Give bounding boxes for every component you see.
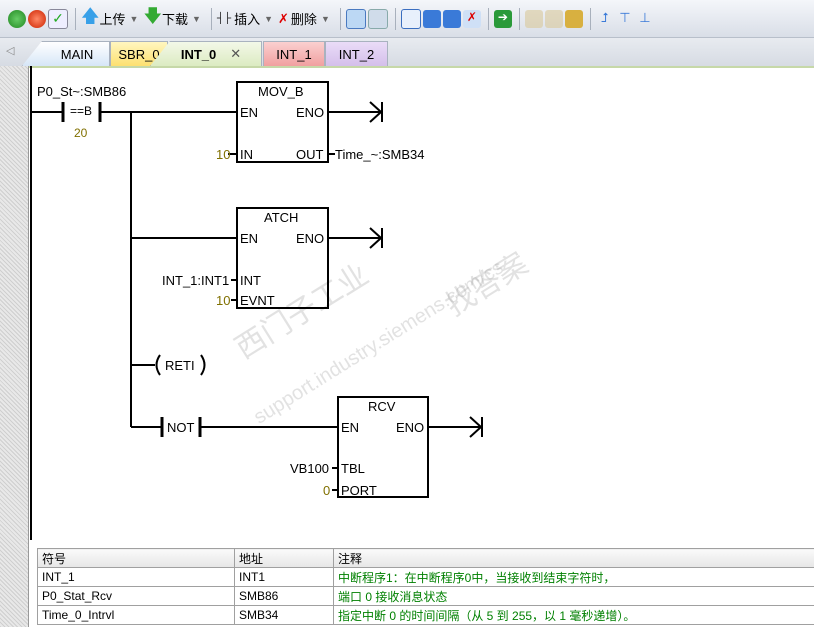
column-header[interactable]: 地址 [234,548,334,568]
address-cell: SMB34 [234,605,334,625]
clear-icon[interactable]: ✗ [462,9,481,28]
symbol-cell: Time_0_Intrvl [37,605,235,625]
stop-icon[interactable] [28,9,46,28]
toolbar: ✓ 🡅上传▼ 🡇下载▼ ┤├插入▼ ✗删除▼ ✗ ➔ ⮥ ⊤ ⊥ [0,0,814,38]
network-margin [0,66,29,627]
compare-value: 20 [74,126,88,140]
goto-icon[interactable]: ➔ [493,9,512,28]
symbol-cell: INT_1 [37,567,235,587]
compile-icon[interactable]: ✓ [48,8,68,29]
operand[interactable]: VB100 [290,461,330,476]
pin-label: PORT [341,483,377,498]
mov-title: MOV_B [258,84,304,99]
network-icon[interactable] [345,8,366,29]
coil-right [200,354,206,376]
pin-label: EN [240,105,259,120]
pin-label: ENO [296,231,325,246]
comment-cell: 指定中断 0 的时间间隔（从 5 到 255，以 1 毫秒递增）。 [333,605,814,625]
operand[interactable]: INT_1:INT1 [162,273,230,288]
lock-icon[interactable] [524,9,543,28]
upload-button[interactable]: 🡅上传▼ [81,5,138,31]
lock-add-icon[interactable] [564,9,583,28]
pin-label: EVNT [240,293,275,308]
ladder-diagram [30,66,483,540]
network-alt-icon[interactable] [367,8,388,29]
pin-label: TBL [341,461,365,476]
branch-icon[interactable]: ⮥ [601,9,609,25]
tab-main[interactable]: MAIN [22,41,110,66]
tab-bar: ◁ MAIN SBR_0 INT_0 ✕ INT_1 INT_2 [0,38,814,68]
rcv-box [337,396,429,498]
not-contact[interactable]: NOT [167,420,195,435]
tab-sbr0[interactable]: SBR_0 [110,41,168,66]
pin-label: EN [341,420,360,435]
arrow-down-icon: 🡇 [143,5,162,26]
pin-label: INT [240,273,261,288]
column-header[interactable]: 注释 [333,548,814,568]
pin-label: ENO [296,105,325,120]
tab-int1[interactable]: INT_1 [263,41,325,66]
pin-label: EN [240,231,259,246]
insert-icon: ┤├ [216,13,232,24]
line-down-icon[interactable]: ⊤ [619,9,631,25]
rcv-title: RCV [368,399,396,414]
pin-label: OUT [296,147,324,162]
mov-b-box [236,81,329,163]
insert-button[interactable]: ┤├插入▼ [216,12,274,27]
unlock-icon[interactable] [544,9,563,28]
operand[interactable]: 0 [323,483,331,498]
reti-coil[interactable]: RETI [165,358,195,373]
table-header: 符号 地址 注释 [37,548,814,568]
box-icon[interactable] [400,8,421,29]
operand[interactable]: Time_~:SMB34 [335,147,425,162]
run-icon[interactable] [8,9,26,28]
comment-cell: 中断程序1：在中断程序0中，当接收到结束字符时， [333,567,814,587]
pin-label: ENO [396,420,425,435]
column-header[interactable]: 符号 [37,548,235,568]
line-up-icon[interactable]: ⊥ [639,9,651,25]
address-cell: SMB86 [234,586,334,606]
coil-left [155,354,161,376]
contact-symbol: P0_St~:SMB86 [37,84,127,99]
arrow-up-icon: 🡅 [81,5,100,26]
operand[interactable]: 10 [216,147,231,162]
operand[interactable]: 10 [216,293,231,308]
back-icon[interactable] [422,9,441,28]
close-tab-icon[interactable]: ✕ [230,46,242,61]
tab-scroll-left-icon[interactable]: ◁ [6,45,15,57]
download-button[interactable]: 🡇下载▼ [143,5,200,31]
compare-op: ==B [70,104,93,118]
symbol-cell: P0_Stat_Rcv [37,586,235,606]
tab-int0[interactable]: INT_0 ✕ [150,41,262,66]
delete-icon: ✗ [278,10,289,26]
pin-label: IN [240,147,253,162]
atch-title: ATCH [264,210,299,225]
forward-icon[interactable] [442,9,461,28]
delete-button[interactable]: ✗删除▼ [278,10,330,28]
tab-int2[interactable]: INT_2 [325,41,388,66]
comment-cell: 端口 0 接收消息状态 [333,586,814,606]
atch-box [236,207,329,309]
address-cell: INT1 [234,567,334,587]
